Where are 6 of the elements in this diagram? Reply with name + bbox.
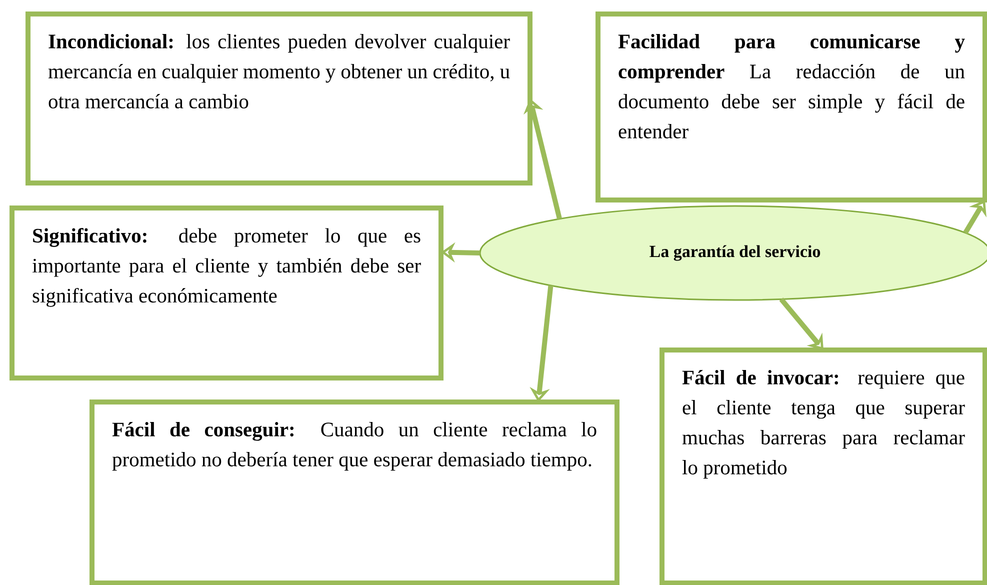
text-box: Incondicional: los clientes pueden devolver cualquier mercancía en cualquier momento y obtener un crédito, u otra mercancía a cambio (26, 12, 532, 186)
arrow (779, 298, 824, 350)
text-box: Fácil de conseguir: Cuando un cliente reclama lo prometido no debería tener que esperar demasiado tiempo. (90, 400, 620, 585)
text-box: Fácil de invocar: requiere que el cliente tenga que superar muchas barreras para reclamar lo prometido (660, 348, 987, 585)
text-box: Facilidad para comunicarse y comprender La redacción de un documento debe ser simple y fácil de entender (596, 12, 987, 202)
text-box: Significativo: debe prometer lo que es importante para el cliente y también debe ser significativa económicamente (10, 206, 444, 380)
